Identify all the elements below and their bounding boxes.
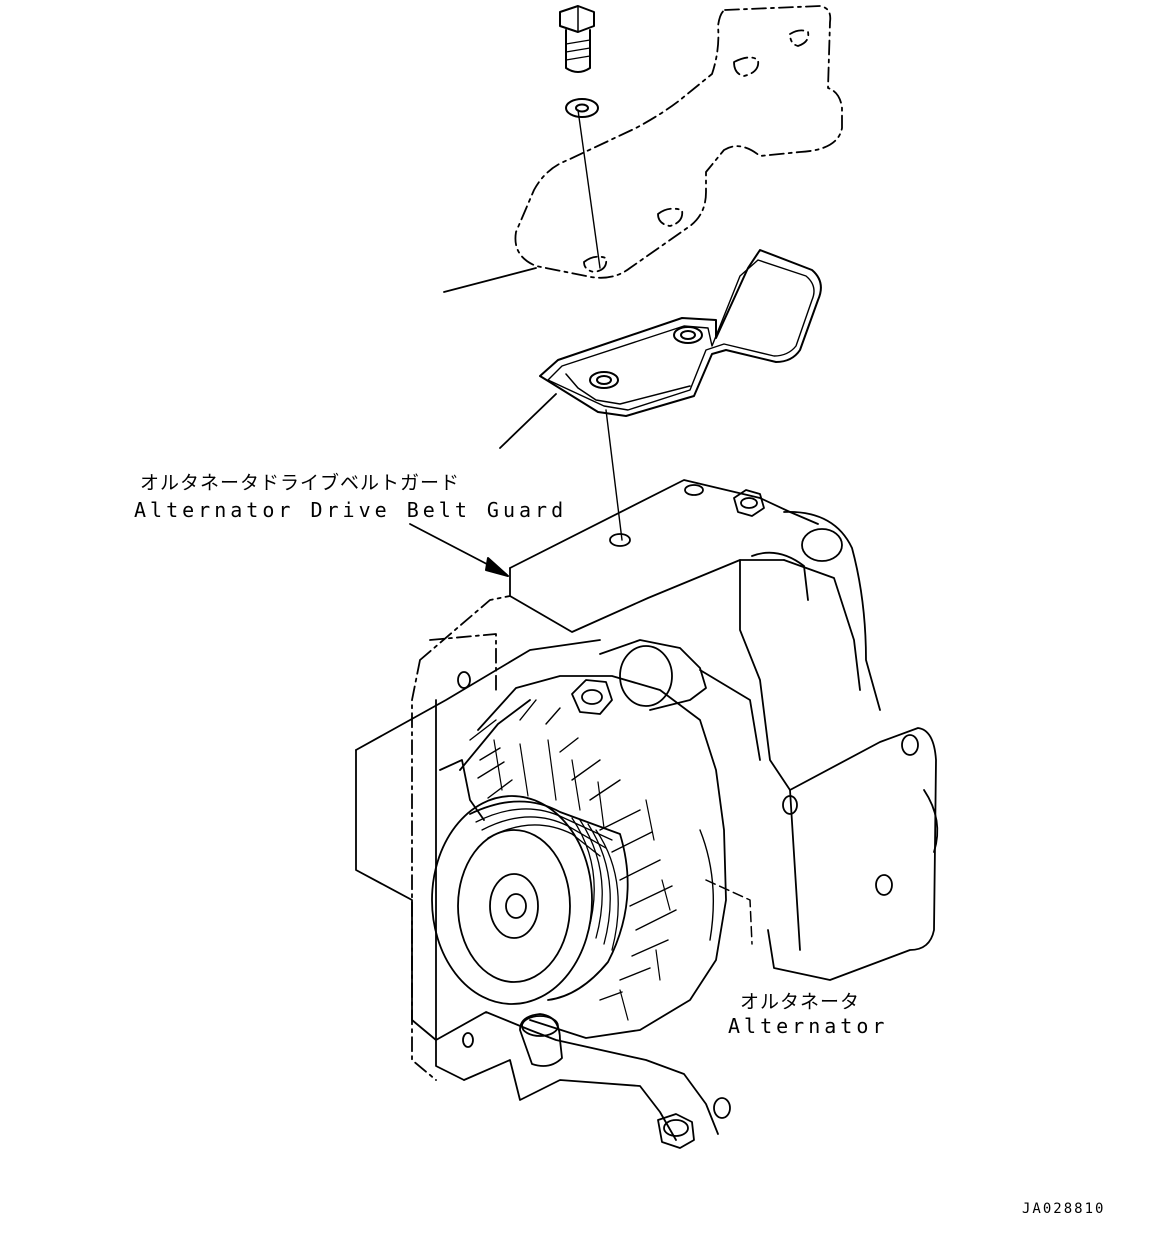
belt-guard-plate — [539, 249, 822, 417]
belt-guard-label-en: Alternator Drive Belt Guard — [134, 498, 568, 522]
arrow-to-belt-guard — [409, 523, 509, 577]
leader-line-bracket — [443, 267, 537, 293]
pulley — [431, 795, 593, 1005]
alternator-label-jp: オルタネータ — [740, 991, 861, 1013]
mounting-bracket-phantom — [514, 5, 843, 279]
drawing-code: JA028810 — [1022, 1201, 1106, 1217]
bolt — [559, 5, 595, 73]
alternator-assembly — [355, 479, 939, 1149]
alternator-label-en: Alternator — [728, 1014, 889, 1038]
washer — [565, 98, 599, 118]
belt-guard-label-jp: オルタネータドライブベルトガード — [140, 472, 461, 494]
leader-line-guard — [499, 393, 557, 449]
